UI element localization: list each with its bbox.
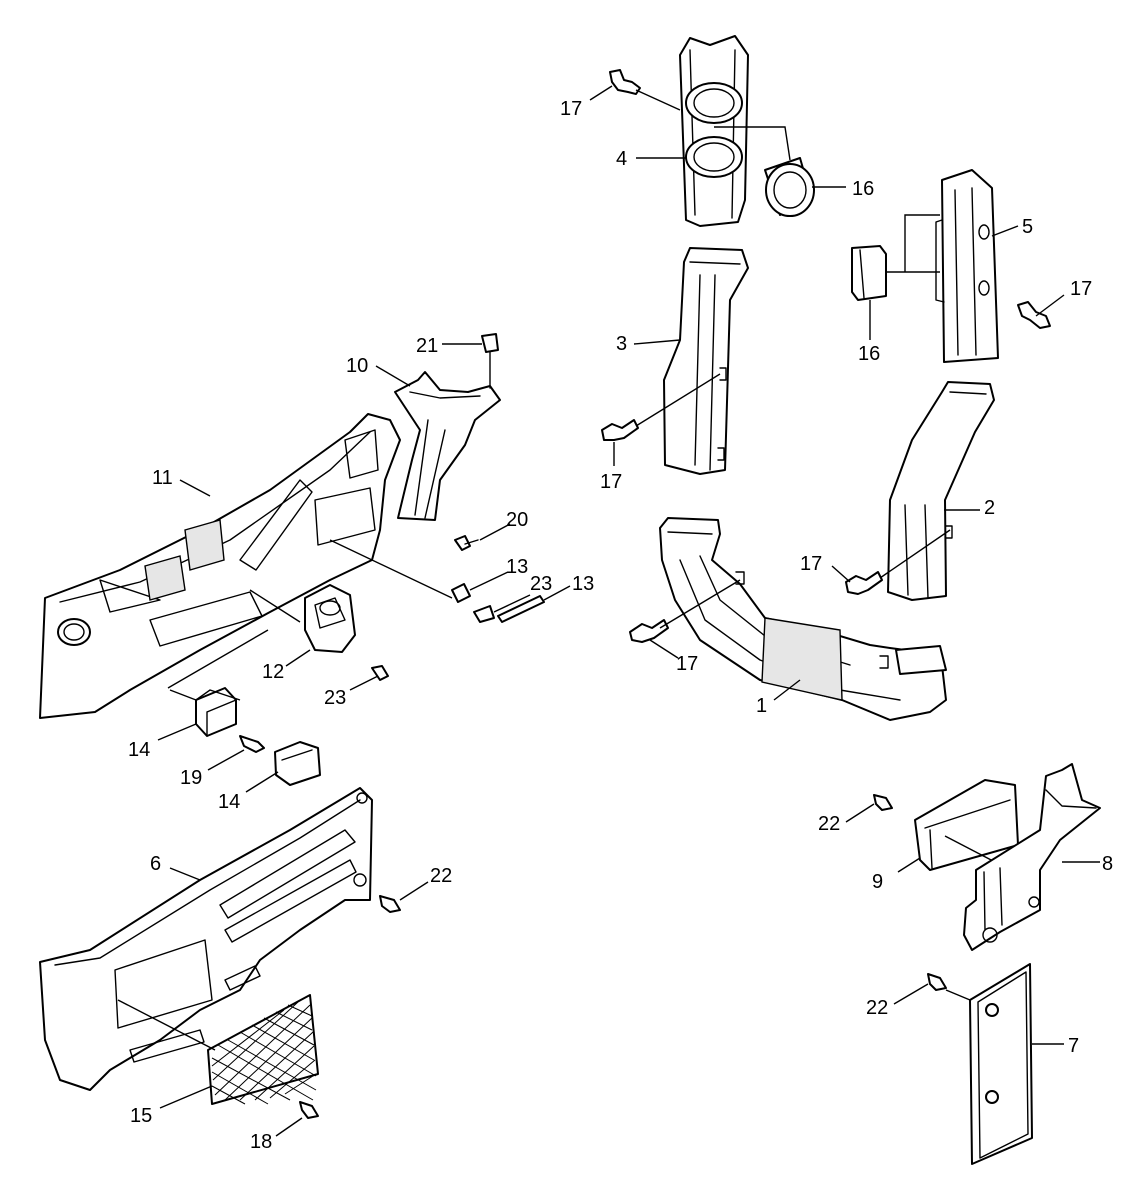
- part-3-duct: [663, 247, 749, 475]
- fastener-17-mid: [845, 571, 883, 595]
- callout-17: 17: [600, 471, 622, 493]
- callout-13: 13: [506, 556, 528, 578]
- callout-16: 16: [858, 343, 880, 365]
- callout-1: 1: [756, 695, 767, 717]
- callout-16: 16: [852, 178, 874, 200]
- part-11-trim-panel: [39, 413, 453, 719]
- fastener-17-left: [601, 419, 639, 441]
- callout-10: 10: [346, 355, 368, 377]
- callout-7: 7: [1068, 1035, 1079, 1057]
- callout-3: 3: [616, 333, 627, 355]
- fastener-13-clip: [451, 583, 471, 603]
- part-16-nozzle-lower: [851, 214, 940, 301]
- callout-19: 19: [180, 767, 202, 789]
- callout-23: 23: [324, 687, 346, 709]
- fastener-23-upper: [473, 605, 495, 623]
- fastener-22-right-lower: [927, 973, 947, 991]
- callout-20: 20: [506, 509, 528, 531]
- fastener-17-low: [629, 619, 669, 643]
- part-2-duct: [887, 381, 995, 601]
- callout-17: 17: [800, 553, 822, 575]
- callout-4: 4: [616, 148, 627, 170]
- callout-6: 6: [150, 853, 161, 875]
- callout-23: 23: [530, 573, 552, 595]
- callout-9: 9: [872, 871, 883, 893]
- part-4-duct: [679, 35, 749, 227]
- callout-14: 14: [128, 739, 150, 761]
- fastener-22-right-upper: [873, 794, 893, 811]
- part-6-trim-panel: [39, 787, 373, 1091]
- part-1-duct: [659, 517, 947, 721]
- fastener-17-top: [609, 69, 641, 95]
- part-8-bracket: [963, 763, 1101, 951]
- fastener-17-right: [1017, 301, 1051, 329]
- part-12-cup-holder: [304, 584, 356, 653]
- fastener-22-upper: [379, 895, 401, 913]
- callout-18: 18: [250, 1131, 272, 1153]
- fastener-19: [239, 735, 265, 753]
- part-16-nozzle-upper: [714, 126, 815, 217]
- callout-22: 22: [818, 813, 840, 835]
- part-10-bracket: [394, 371, 501, 521]
- callout-labels: 17 4 16 5 17 16 3 17 2 17 17 1 21 10 11 …: [128, 98, 1113, 1153]
- callout-5: 5: [1022, 216, 1033, 238]
- callout-22: 22: [430, 865, 452, 887]
- callout-14: 14: [218, 791, 240, 813]
- fastener-18: [299, 1101, 319, 1119]
- part-14-cap-lower: [274, 741, 321, 786]
- fastener-20: [454, 535, 479, 551]
- callout-11: 11: [152, 467, 173, 489]
- callout-22: 22: [866, 997, 888, 1019]
- callout-17: 17: [676, 653, 698, 675]
- callout-17: 17: [1070, 278, 1092, 300]
- callout-2: 2: [984, 497, 995, 519]
- callout-21: 21: [416, 335, 438, 357]
- callout-13: 13: [572, 573, 594, 595]
- callout-12: 12: [262, 661, 284, 683]
- part-7-panel: [969, 963, 1033, 1165]
- leader-lines: [157, 85, 1100, 1137]
- fastener-13-pin: [497, 595, 545, 623]
- fastener-21: [481, 333, 499, 389]
- callout-8: 8: [1102, 853, 1113, 875]
- callout-15: 15: [130, 1105, 152, 1127]
- part-5-duct: [935, 169, 999, 363]
- callout-17: 17: [560, 98, 582, 120]
